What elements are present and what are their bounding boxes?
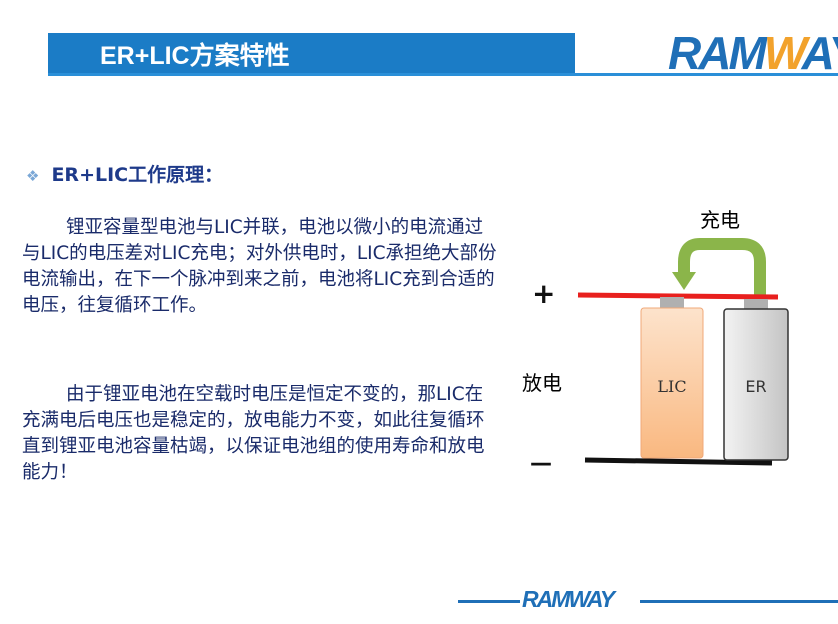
- title-underline: [48, 73, 838, 76]
- positive-rail: [577, 292, 779, 300]
- er-cell-label: ER: [745, 377, 766, 396]
- minus-sign: —: [530, 451, 552, 476]
- er-cell: [723, 308, 789, 461]
- lic-cell: [640, 307, 704, 459]
- lic-terminal: [660, 297, 684, 308]
- page-title: ER+LIC方案特性: [100, 42, 290, 70]
- footer-rule-left: [458, 600, 520, 603]
- lic-cell-label: LIC: [657, 377, 686, 396]
- negative-rail: [584, 457, 773, 466]
- section-heading-text: ER+LIC工作原理：: [51, 164, 224, 186]
- section-heading: ❖ ER+LIC工作原理：: [26, 160, 223, 187]
- plus-sign: +: [532, 277, 555, 310]
- charge-label: 充电: [700, 208, 740, 232]
- discharge-label: 放电: [522, 371, 562, 395]
- diamond-bullet-icon: ❖: [26, 167, 40, 185]
- brand-logo: RAMWAY: [668, 27, 838, 79]
- charge-arrowhead-icon: [672, 272, 696, 290]
- footer-rule-right: [640, 600, 838, 603]
- er-terminal: [744, 299, 768, 309]
- footer-logo: RAMWAY: [522, 586, 615, 612]
- paragraph-2: 由于锂亚电池在空载时电压是恒定不变的，那LIC在充满电后电压也是稳定的，放电能力…: [22, 384, 485, 483]
- er-lic-diagram: LIC ER 充电 放电 + —: [522, 208, 789, 476]
- title-bar: [48, 33, 575, 73]
- paragraph-1: 锂亚容量型电池与LIC并联，电池以微小的电流通过与LIC的电压差对LIC充电；对…: [22, 217, 497, 316]
- charge-arrow-icon: [678, 238, 766, 296]
